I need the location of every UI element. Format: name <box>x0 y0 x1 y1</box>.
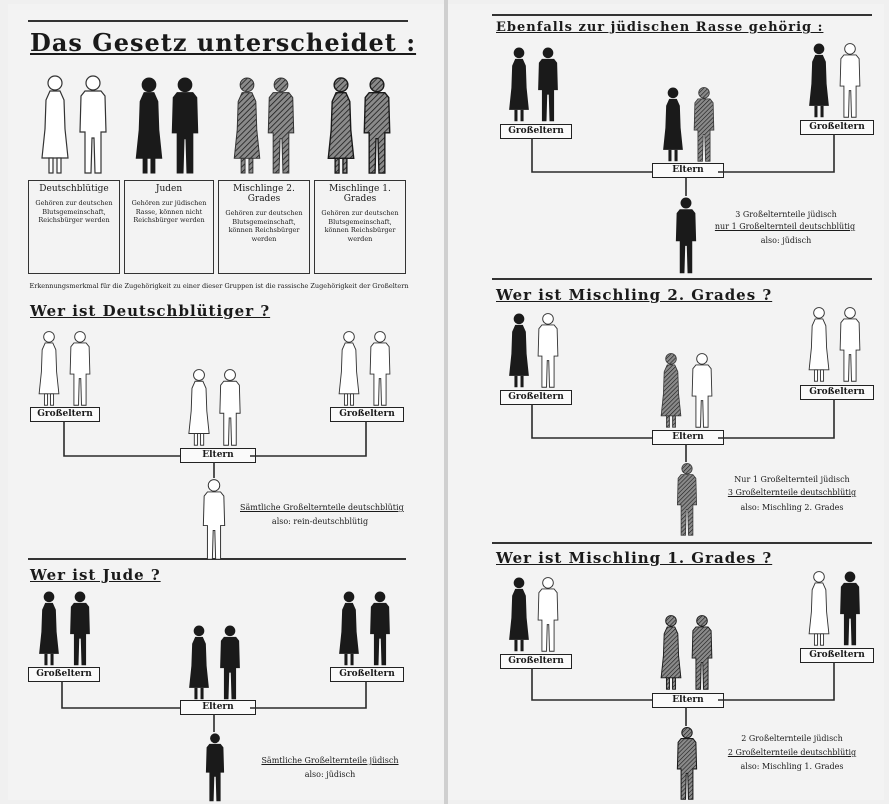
top-rule-left <box>28 20 408 22</box>
child-figure <box>675 197 697 274</box>
page-gutter <box>444 0 448 804</box>
grandparents-label: Großeltern <box>28 667 100 682</box>
child-figure <box>676 726 698 800</box>
caption-line-3: also: Mischling 1. Grades <box>740 762 844 771</box>
caption-line-1: Sämtliche Großelternteile deutschblütig <box>240 503 404 512</box>
parents-label: Eltern <box>180 700 256 715</box>
page-title: Das Gesetz unterscheidet : <box>30 28 417 57</box>
category-text: Gehören zur deutschen Blutsgemeinschaft,… <box>225 209 303 243</box>
grandparents-label: Großeltern <box>30 407 100 422</box>
grandparents-figures <box>509 306 861 388</box>
category-box-deutschbluetige: Deutschblütige Gehören zur deutschen Blu… <box>28 180 120 274</box>
caption-line-1: Sämtliche Großelternteile jüdisch <box>261 756 399 765</box>
category-title: Mischlinge 1. Grades <box>329 184 391 204</box>
category-title: Juden <box>155 184 183 194</box>
child-figure <box>676 463 698 536</box>
grandparents-figures <box>38 330 391 406</box>
section-title-ebenfalls: Ebenfalls zur jüdischen Rasse gehörig : <box>496 20 824 35</box>
caption-line-3: also: jüdisch <box>760 236 812 245</box>
section-title-mischling-2: Wer ist Mischling 2. Grades ? <box>496 286 773 304</box>
parents-figures <box>188 368 241 446</box>
parents-figures <box>660 614 713 690</box>
caption-line-2: nur 1 Großelternteil deutschblütig <box>714 222 856 231</box>
figure-pair-juden <box>135 77 199 174</box>
caption-line-2: 3 Großelternteile deutschblütig <box>727 488 857 497</box>
grandparents-label: Großeltern <box>500 654 572 669</box>
caption-line-1: 2 Großelternteile jüdisch <box>741 734 843 743</box>
grandparents-figures <box>509 42 861 122</box>
parents-label: Eltern <box>652 163 724 178</box>
section-title-mischling-1: Wer ist Mischling 1. Grades ? <box>496 549 773 567</box>
top-rule-right <box>492 14 872 16</box>
figure-pair-deutschbluetige <box>41 75 107 174</box>
caption-line-2: also: rein-deutschblütig <box>271 517 369 526</box>
section-rule <box>492 278 872 280</box>
caption-line-2: also: jüdisch <box>304 770 356 779</box>
law-note: Erkennungsmerkmal für die Zugehörigkeit … <box>29 282 409 290</box>
section-title-deutschbluetiger: Wer ist Deutschblütiger ? <box>30 302 271 320</box>
section-rule <box>492 542 872 544</box>
category-title: Mischlinge 2. Grades <box>233 184 295 204</box>
grandparents-label: Großeltern <box>800 120 874 135</box>
category-title: Deutschblütige <box>39 184 109 194</box>
category-text: Gehören zur deutschen Blutsgemeinschaft,… <box>35 199 113 224</box>
parents-figures <box>660 352 713 428</box>
grandparents-label: Großeltern <box>800 648 874 663</box>
caption-line-3: also: Mischling 2. Grades <box>740 503 844 512</box>
caption-line-2: 2 Großelternteile deutschblütig <box>727 748 857 757</box>
grandparents-figures <box>509 571 860 652</box>
category-text: Gehören zur deutschen Blutsgemeinschaft,… <box>321 209 399 243</box>
caption-line-1: Nur 1 Großelternteil jüdisch <box>734 475 850 484</box>
parents-figures <box>663 87 715 162</box>
grandparents-label: Großeltern <box>330 667 404 682</box>
child-figure <box>205 733 225 802</box>
category-text: Gehören zur jüdischen Rasse, können nich… <box>131 199 207 224</box>
category-box-mischlinge-1-grades: Mischlinge 1. Grades Gehören zur deutsch… <box>314 180 406 274</box>
grandparents-label: Großeltern <box>330 407 404 422</box>
section-title-jude: Wer ist Jude ? <box>30 566 161 584</box>
child-figure <box>202 479 226 560</box>
category-box-mischlinge-2-grades: Mischlinge 2. Grades Gehören zur deutsch… <box>218 180 310 274</box>
figure-pair-mischlinge-2 <box>233 77 295 174</box>
category-box-juden: Juden Gehören zur jüdischen Rasse, könne… <box>124 180 214 274</box>
grandparents-label: Großeltern <box>500 124 572 139</box>
grandparents-label: Großeltern <box>800 385 874 400</box>
parents-figures <box>189 625 240 700</box>
parents-label: Eltern <box>652 430 724 445</box>
caption-line-1: 3 Großelternteile jüdisch <box>735 210 837 219</box>
figure-pair-mischlinge-1 <box>327 77 391 174</box>
grandparents-figures <box>39 591 390 666</box>
grandparents-label: Großeltern <box>500 390 572 405</box>
